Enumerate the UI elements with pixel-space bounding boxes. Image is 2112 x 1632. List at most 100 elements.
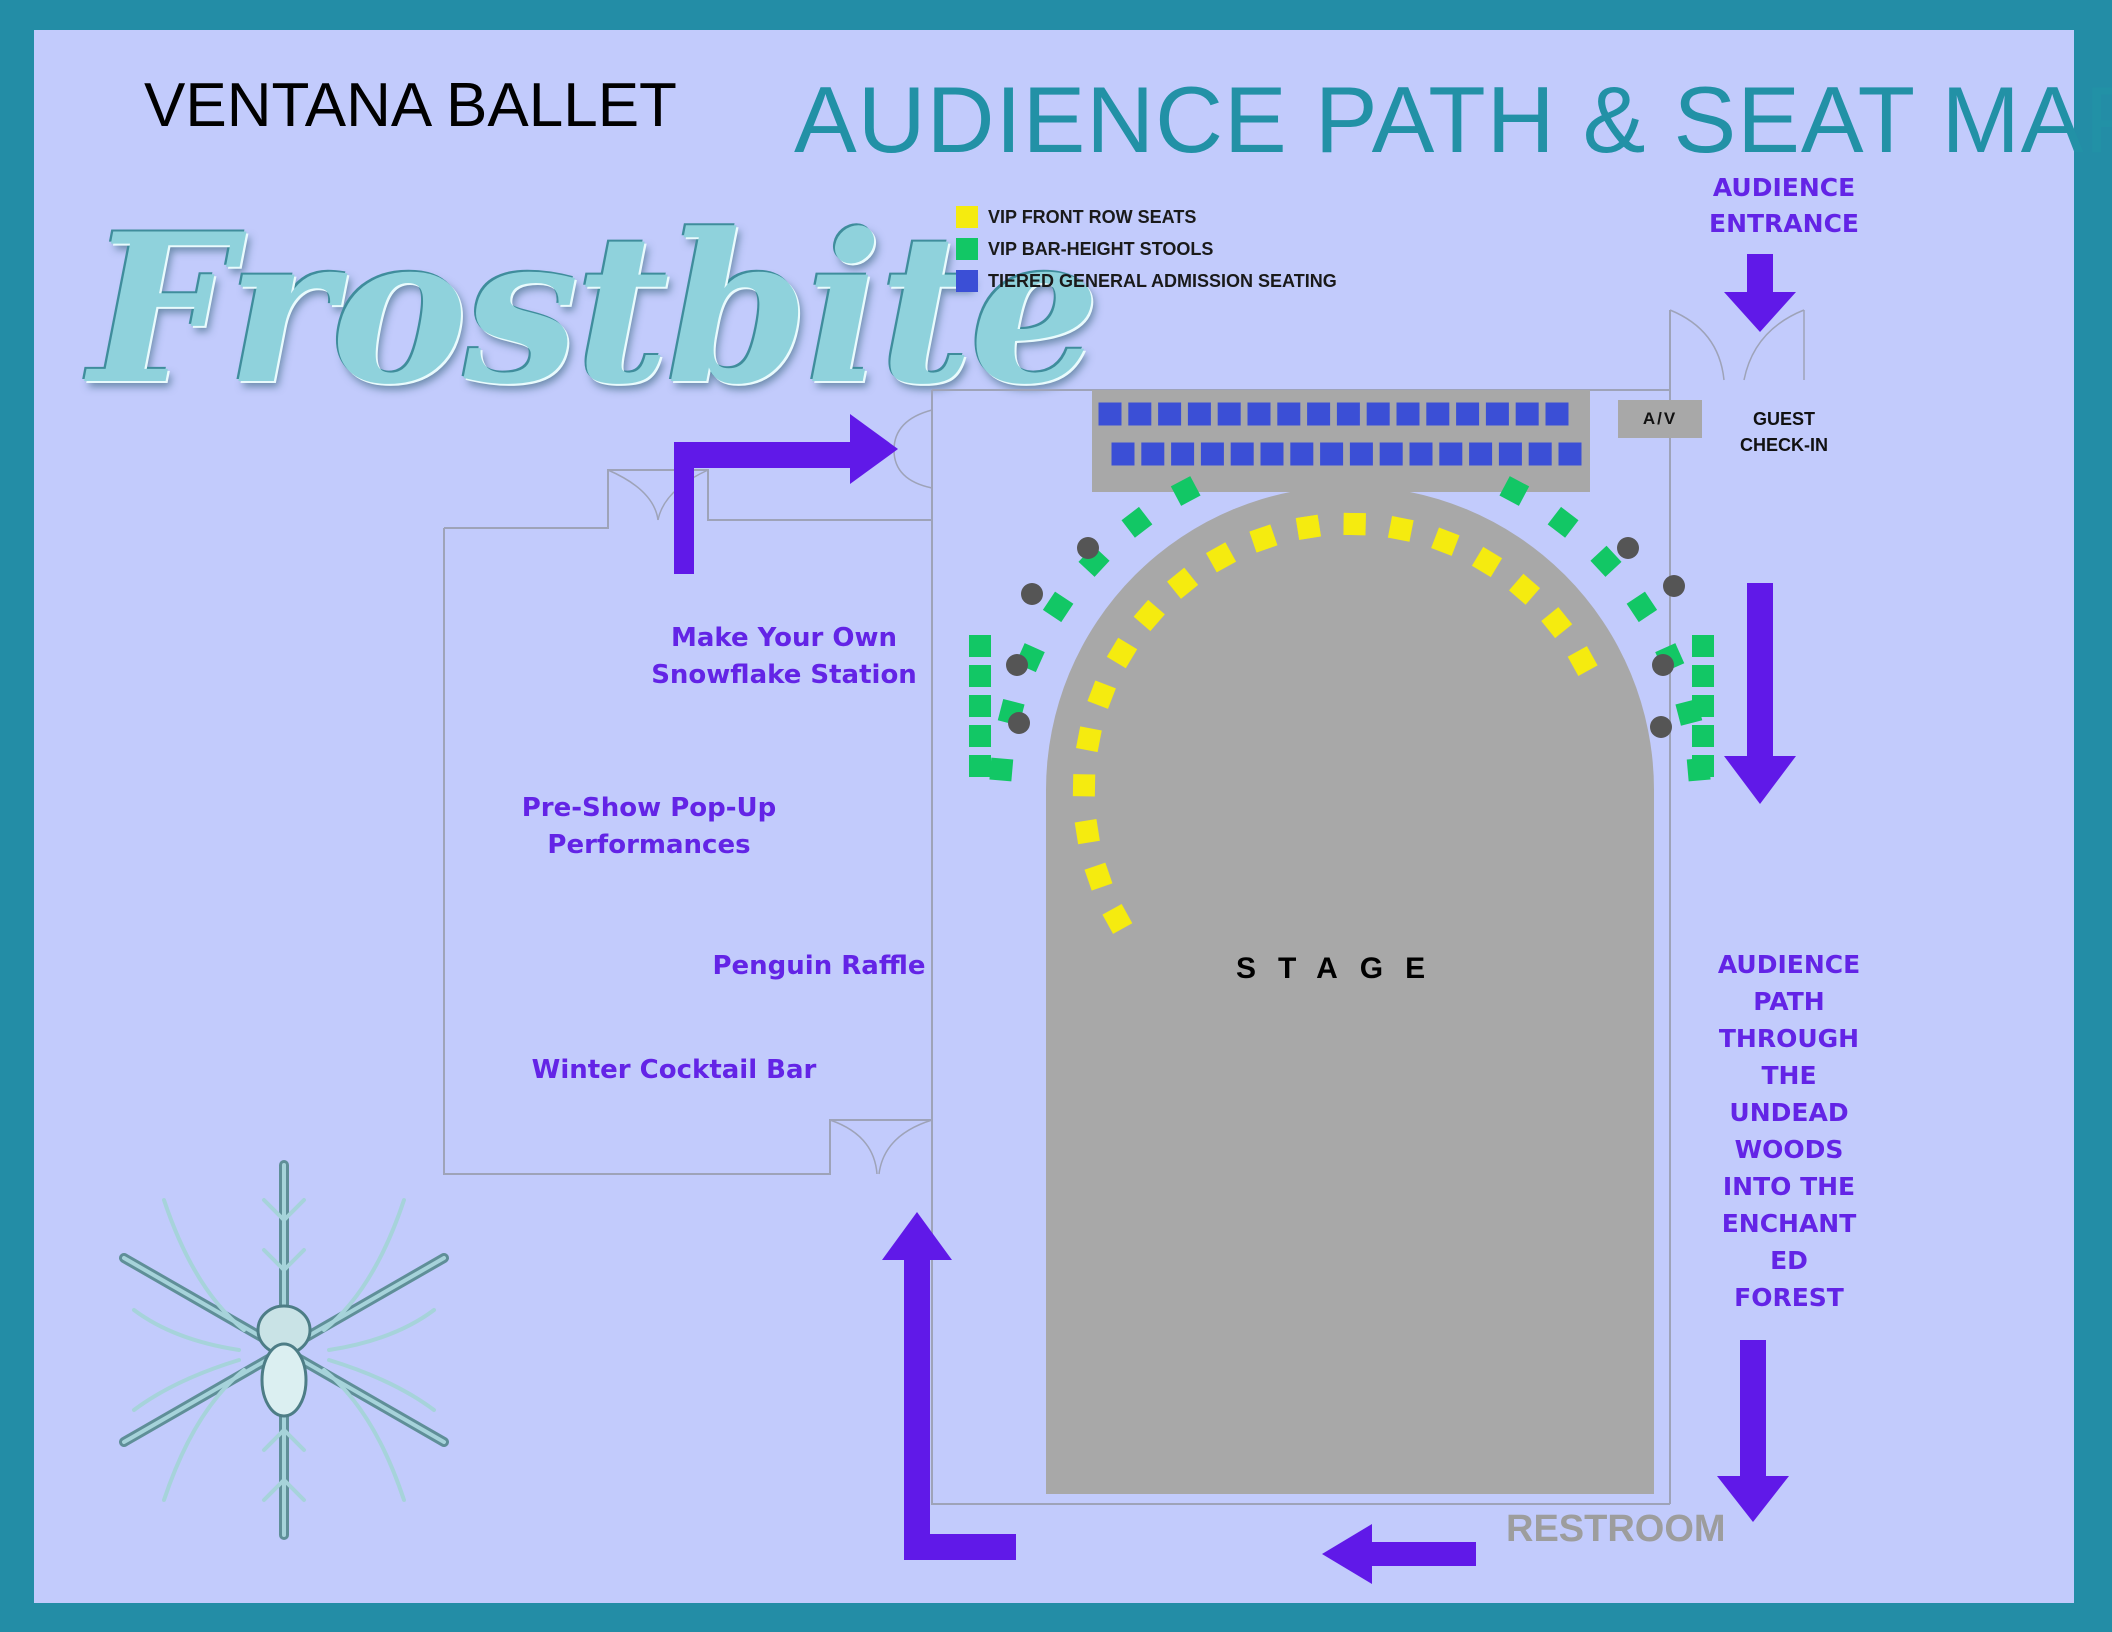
general-admission-seat — [1558, 442, 1582, 466]
vip-front-row-seat — [1084, 862, 1113, 891]
penguin-raffle-label: Penguin Raffle — [712, 951, 926, 981]
vip-bar-stool — [1590, 545, 1622, 577]
vip-front-row-seat — [1567, 646, 1598, 676]
vip-front-row-seat — [1106, 637, 1138, 669]
general-admission-seat — [1217, 402, 1241, 426]
yellow-swatch-icon — [956, 206, 978, 228]
cocktail-bar-label: Winter Cocktail Bar — [531, 1055, 817, 1085]
vip-front-row-seat — [1541, 607, 1573, 639]
general-admission-seat — [1141, 442, 1165, 466]
cocktail-table — [1006, 654, 1028, 676]
cocktail-table — [1008, 712, 1030, 734]
vip-front-row-seat — [1249, 524, 1278, 553]
general-admission-seat — [1379, 442, 1403, 466]
general-admission-seat — [1111, 442, 1135, 466]
vip-front-row-seat — [1072, 774, 1096, 797]
general-admission-seat — [1528, 442, 1552, 466]
vip-front-row-seat — [1508, 573, 1541, 605]
general-admission-seat — [1098, 402, 1122, 426]
snowflake-station-label: Make Your Own Snowflake Station — [651, 623, 917, 690]
floor-plan — [119, 254, 1805, 1584]
general-admission-seat — [1498, 442, 1522, 466]
general-admission-seat — [1230, 442, 1254, 466]
map-canvas: VENTANA BALLET AUDIENCE PATH & SEAT MAP … — [34, 30, 2112, 1603]
arrow-icon — [882, 1212, 1016, 1560]
legend-item-bar-stools: VIP BAR-HEIGHT STOOLS — [956, 238, 1337, 260]
stage — [1046, 486, 1654, 1494]
general-admission-seat — [1307, 402, 1331, 426]
legend-item-front-row: VIP FRONT ROW SEATS — [956, 206, 1337, 228]
legend: VIP FRONT ROW SEATS VIP BAR-HEIGHT STOOL… — [956, 206, 1337, 292]
cocktail-table — [1650, 716, 1672, 738]
vip-bar-stool — [1626, 591, 1658, 623]
vip-bar-stool — [1547, 506, 1579, 538]
vip-front-row-seat — [1087, 680, 1116, 709]
general-admission-seat — [1469, 442, 1493, 466]
general-admission-seat — [1247, 402, 1271, 426]
vip-bar-stool — [1692, 725, 1714, 747]
spider-snowflake-icon — [119, 1160, 449, 1540]
general-admission-seat — [1349, 442, 1373, 466]
vip-bar-stool — [1692, 695, 1714, 717]
general-admission-seat — [1336, 402, 1360, 426]
door-arcs — [607, 309, 1805, 1175]
vip-bar-stool — [1692, 665, 1714, 687]
vip-bar-stools — [969, 476, 1714, 782]
general-admission-seat — [1426, 402, 1450, 426]
vip-bar-stool — [969, 725, 991, 747]
vip-front-row-seat — [1471, 546, 1503, 578]
vip-front-row-seat — [1387, 515, 1414, 542]
general-admission-seat — [1260, 442, 1284, 466]
vip-bar-stool — [989, 757, 1014, 782]
general-admission-seat — [1128, 402, 1152, 426]
cocktail-table — [1663, 575, 1685, 597]
legend-label: VIP BAR-HEIGHT STOOLS — [988, 238, 1214, 259]
cocktail-table — [1652, 654, 1674, 676]
restroom-label: RESTROOM — [1506, 1508, 1726, 1550]
arrow-icon — [1724, 583, 1796, 804]
general-admission-seat — [1171, 442, 1195, 466]
vip-bar-stool — [1692, 755, 1714, 777]
popup-performances-label: Pre-Show Pop-Up Performances — [521, 793, 777, 860]
vip-front-row-seat — [1206, 542, 1236, 573]
general-admission-seat — [1320, 442, 1344, 466]
vip-bar-stool — [1692, 635, 1714, 657]
vip-bar-stool — [1170, 476, 1201, 506]
general-admission-seat — [1515, 402, 1539, 426]
vip-bar-stool — [969, 755, 991, 777]
general-admission-seat — [1277, 402, 1301, 426]
general-admission-seat — [1158, 402, 1182, 426]
green-swatch-icon — [956, 238, 978, 260]
general-admission-seat — [1456, 402, 1480, 426]
stage-label: STAGE — [1236, 952, 1448, 985]
vip-front-row-seat — [1074, 819, 1100, 845]
legend-label: VIP FRONT ROW SEATS — [988, 206, 1197, 227]
vip-front-row-seat — [1431, 527, 1460, 556]
cocktail-table — [1077, 537, 1099, 559]
vip-front-row-seat — [1295, 514, 1321, 540]
arrow-icon — [1717, 1340, 1789, 1522]
vip-front-row-seat — [1133, 599, 1165, 632]
audience-path-label: AUDIENCE PATH THROUGH THE UNDEAD WOODS I… — [1717, 950, 1861, 1312]
general-admission-seat — [1366, 402, 1390, 426]
vip-bar-stool — [969, 635, 991, 657]
vip-front-row-seats — [1072, 512, 1598, 934]
general-admission-seat — [1290, 442, 1314, 466]
arrow-icon — [1322, 1524, 1476, 1584]
general-admission-seat — [1396, 402, 1420, 426]
general-admission-seat — [1409, 442, 1433, 466]
vip-bar-stool — [1042, 591, 1074, 623]
vip-bar-stool — [1499, 476, 1530, 506]
vip-bar-stool — [969, 665, 991, 687]
guest-check-in-label: GUEST CHECK-IN — [1740, 409, 1828, 455]
audience-entrance-label: AUDIENCE ENTRANCE — [1709, 173, 1859, 238]
vip-bar-stool — [969, 695, 991, 717]
legend-item-general-admission: TIERED GENERAL ADMISSION SEATING — [956, 270, 1337, 292]
arrow-icon — [1724, 254, 1796, 332]
audience-path-arrows — [674, 254, 1796, 1584]
general-admission-seat — [1545, 402, 1569, 426]
av-booth: A/V — [1618, 400, 1702, 438]
vip-front-row-seat — [1102, 904, 1133, 934]
vip-front-row-seat — [1167, 567, 1199, 599]
map-title: AUDIENCE PATH & SEAT MAP — [794, 67, 2112, 172]
